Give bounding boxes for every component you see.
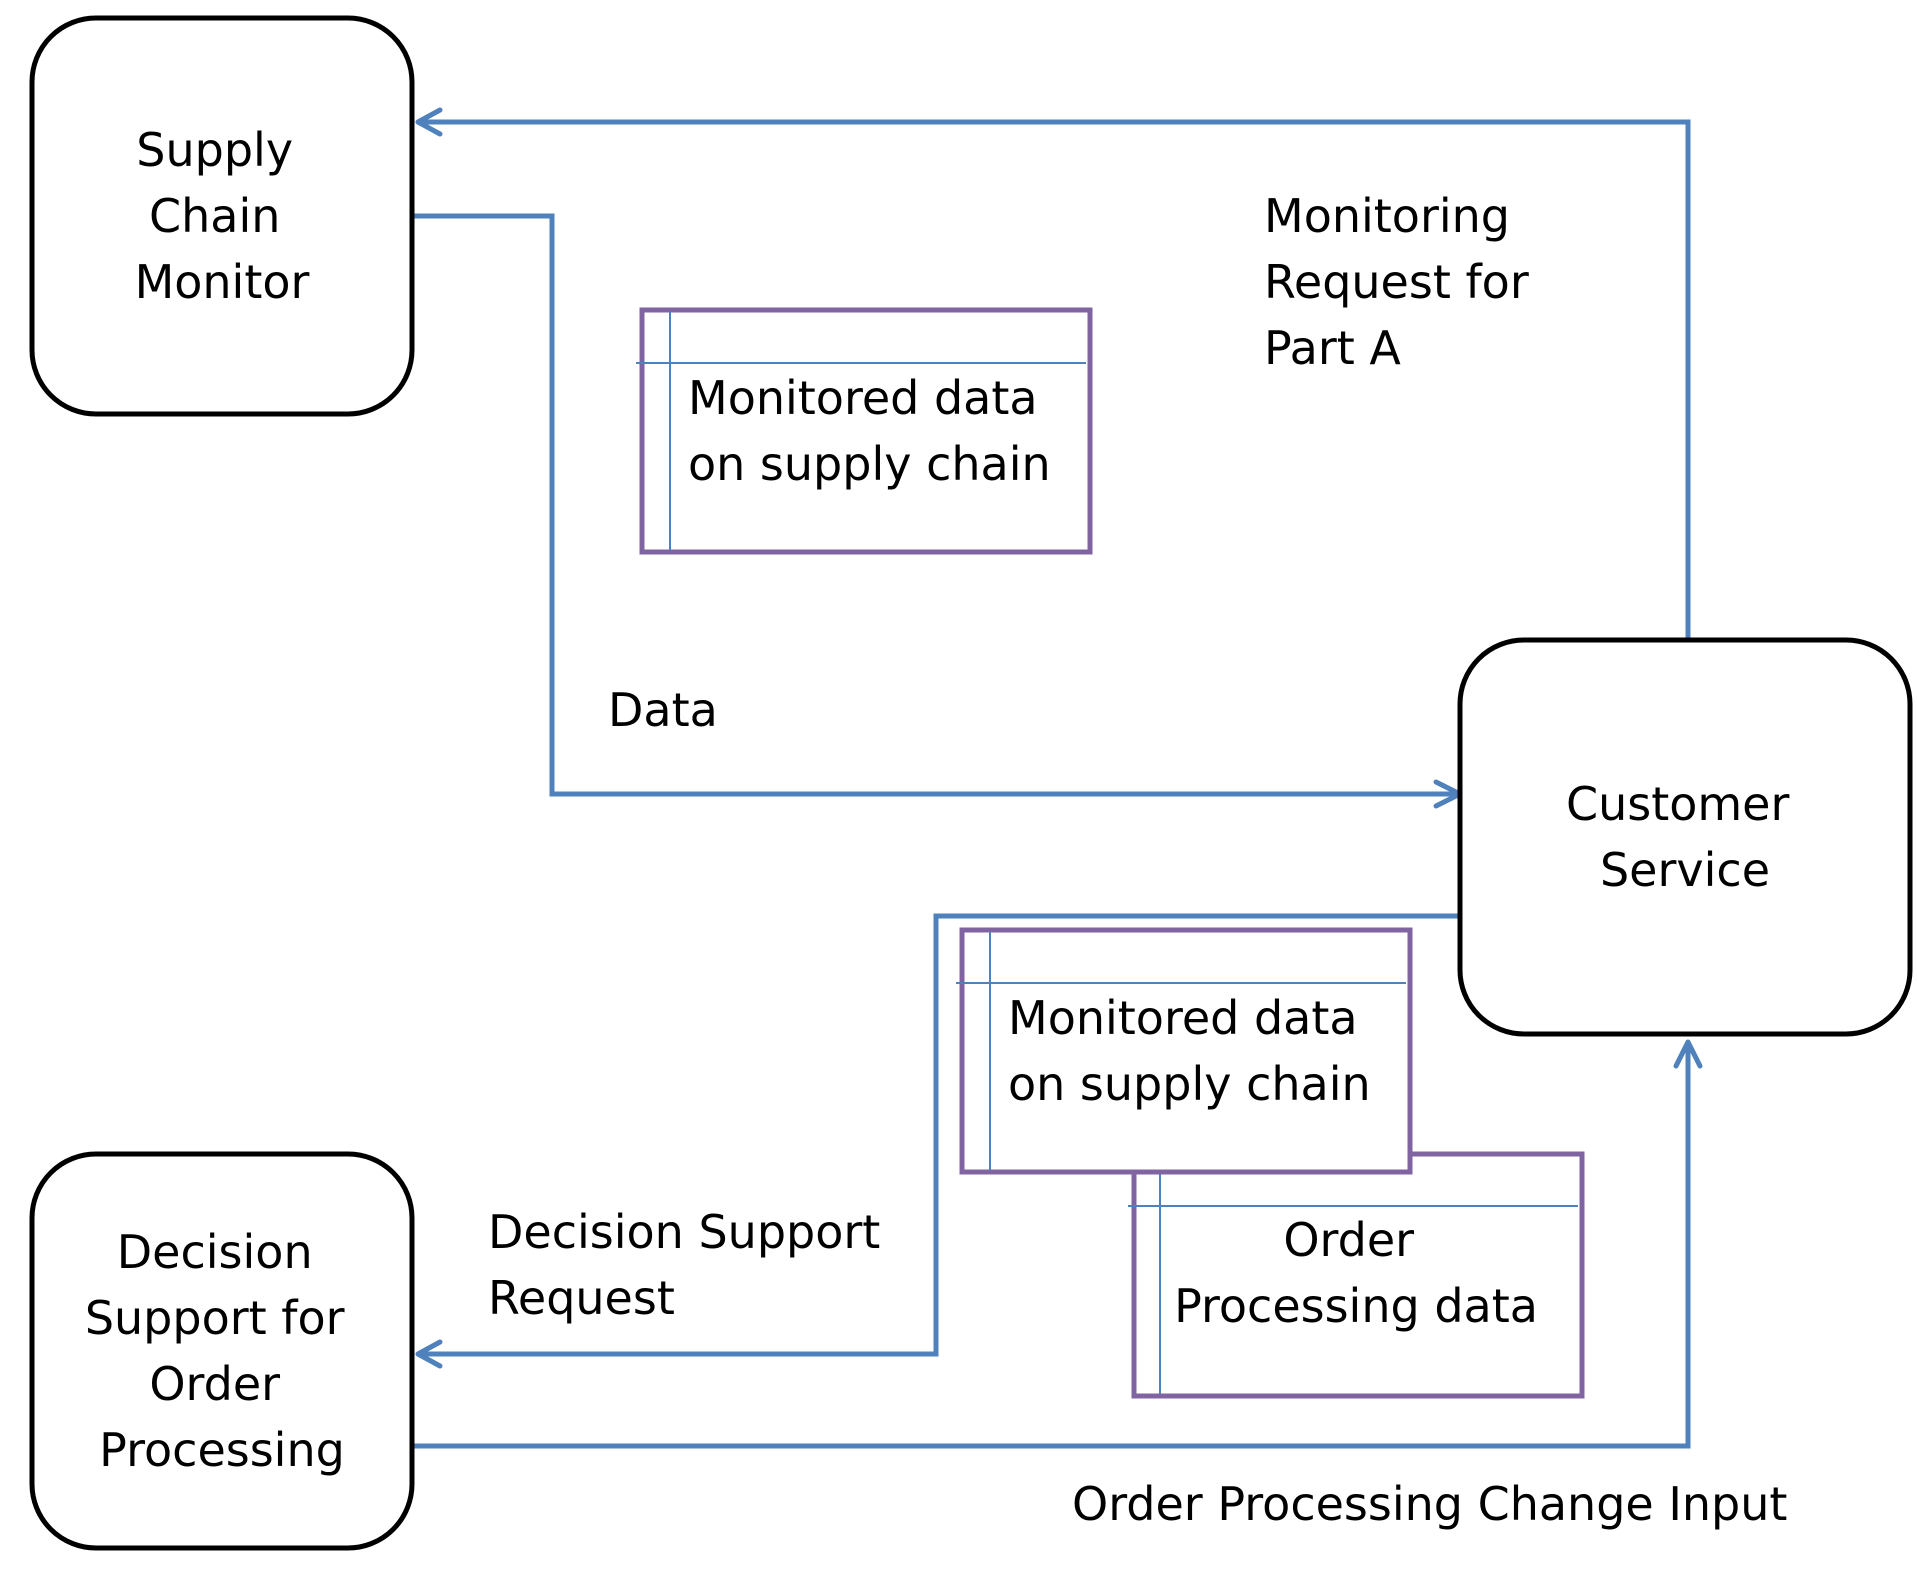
flow-label-decision-support-request: Decision Support Request — [488, 1205, 895, 1325]
arrowhead-left-icon — [415, 107, 443, 137]
process-label: Decision Support for Order Processing — [85, 1225, 359, 1477]
flow-decision-support-request — [415, 913, 1460, 1369]
process-label: Customer Service — [1566, 777, 1804, 897]
flow-label-monitoring-request: Monitoring Request for Part A — [1264, 189, 1543, 375]
flow-order-processing-change — [412, 1039, 1703, 1449]
flow-monitoring-request — [415, 107, 1691, 640]
data-store-monitored-top: Monitored data on supply chain — [636, 307, 1093, 555]
data-store-order-processing: Order Processing data — [1128, 1151, 1585, 1399]
process-supply-chain-monitor: Supply Chain Monitor — [29, 15, 415, 417]
arrowhead-left-icon — [415, 1339, 443, 1369]
process-label: Supply Chain Monitor — [135, 123, 310, 309]
data-store-label: Monitored data on supply chain — [1008, 991, 1372, 1111]
arrowhead-up-icon — [1673, 1039, 1703, 1069]
flow-label-order-processing-change: Order Processing Change Input — [1072, 1477, 1787, 1531]
process-decision-support: Decision Support for Order Processing — [29, 1151, 415, 1551]
data-store-monitored-bottom: Monitored data on supply chain — [956, 927, 1413, 1175]
data-store-label: Monitored data on supply chain — [688, 371, 1052, 491]
data-store-label: Order Processing data — [1174, 1213, 1538, 1333]
process-customer-service: Customer Service — [1457, 637, 1913, 1037]
flow-label-data: Data — [608, 683, 718, 737]
